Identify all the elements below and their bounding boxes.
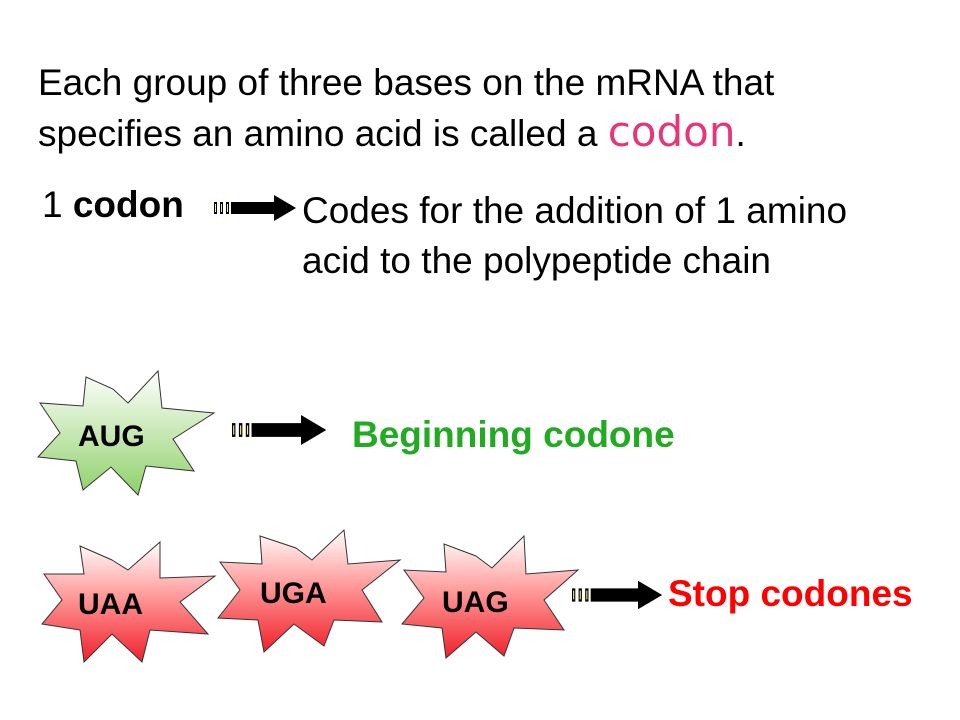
one-codon-label: 1 codon [42,184,184,226]
beginning-codone-label: Beginning codone [352,414,675,455]
uaa-starburst: UAA [41,540,217,664]
intro-period: . [735,113,746,154]
arrow-icon-codon [214,195,296,221]
uaa-codon-label: UAA [78,588,143,621]
codes-for-text: Codes for the addition of 1 amino acid t… [302,190,848,281]
uga-starburst: UGA [217,528,402,653]
one-codon-number: 1 [42,184,63,225]
codon-highlight: codon [607,107,736,156]
intro-text: Each group of three bases on the mRNA th… [38,62,775,154]
stop-codones-label: Stop codones [668,573,913,614]
intro-sentence: Each group of three bases on the mRNA th… [38,58,918,158]
uga-codon-label: UGA [260,577,327,610]
uag-codon-label: UAG [442,586,509,619]
arrow-icon-start [232,415,327,445]
one-codon-word: codon [72,184,184,225]
arrow-icon-stop [572,580,663,610]
aug-codon-label: AUG [78,420,145,453]
uag-starburst: UAG [401,534,580,659]
aug-starburst: AUG [36,369,216,496]
